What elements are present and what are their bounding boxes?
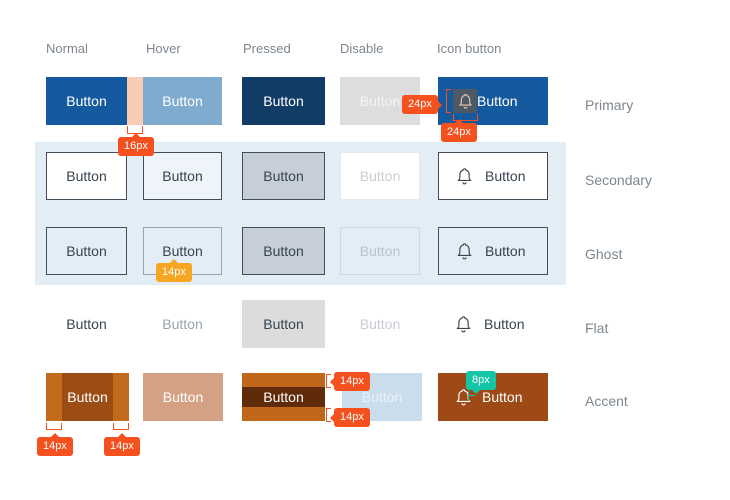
ghost-font-size-badge: 14px <box>156 263 192 282</box>
icon-width-bracket <box>453 114 478 121</box>
flat-disabled-button[interactable]: Button <box>340 300 420 348</box>
flat-hover-button[interactable]: Button <box>143 300 222 348</box>
button-text: Button <box>263 168 304 184</box>
icon-size-highlight <box>453 89 477 113</box>
icon-height-badge: 24px <box>402 95 438 114</box>
button-text: Button <box>359 168 401 184</box>
accent-pressed-button[interactable]: Button <box>242 373 325 421</box>
bell-icon <box>457 242 472 259</box>
button-text: Button <box>162 316 203 332</box>
padding-bottom-highlight <box>242 407 325 421</box>
row-label-flat: Flat <box>585 320 609 336</box>
secondary-icon-button[interactable]: Button <box>438 152 548 200</box>
button-text: Button <box>359 243 401 259</box>
ghost-pressed-button[interactable]: Button <box>242 227 325 275</box>
ghost-icon-button[interactable]: Button <box>438 227 548 275</box>
accent-padding-left-badge: 14px <box>37 437 73 456</box>
button-text: Button <box>482 389 523 405</box>
row-label-primary: Primary <box>585 97 634 113</box>
button-text: Button <box>162 243 203 259</box>
bell-icon <box>458 93 472 109</box>
button-text: Button <box>263 316 304 332</box>
button-text: Button <box>263 93 304 109</box>
row-label-secondary: Secondary <box>585 172 652 188</box>
flat-icon-button[interactable]: Button <box>438 300 548 348</box>
button-text: Button <box>359 316 401 332</box>
accent-padding-bottom-badge: 14px <box>334 408 370 427</box>
flat-pressed-button[interactable]: Button <box>242 300 325 348</box>
padding-left-highlight <box>46 373 62 421</box>
padding-right-bracket <box>113 423 129 430</box>
flat-normal-button[interactable]: Button <box>46 300 127 348</box>
icon-height-bracket <box>446 89 451 113</box>
button-text: Button <box>66 93 107 109</box>
icon-gap-marker <box>468 391 475 401</box>
primary-pressed-button[interactable]: Button <box>242 77 325 125</box>
button-text: Button <box>359 93 401 109</box>
button-text: Button <box>263 389 304 405</box>
column-header-normal: Normal <box>46 41 88 56</box>
accent-normal-button[interactable]: Button <box>46 373 129 421</box>
padding-top-highlight <box>242 373 325 387</box>
accent-hover-button[interactable]: Button <box>143 373 223 421</box>
column-header-icon-button: Icon button <box>437 41 502 56</box>
primary-normal-button[interactable]: Button <box>46 77 127 125</box>
secondary-disabled-button[interactable]: Button <box>340 152 420 200</box>
padding-bottom-bracket <box>326 408 331 422</box>
bell-icon <box>457 167 472 184</box>
primary-icon-button[interactable]: Button <box>438 77 548 125</box>
secondary-hover-button[interactable]: Button <box>143 152 222 200</box>
button-text: Button <box>67 389 108 405</box>
secondary-normal-button[interactable]: Button <box>46 152 127 200</box>
accent-padding-right-badge: 14px <box>104 437 140 456</box>
gap-measure-badge: 16px <box>118 137 154 156</box>
button-text: Button <box>477 93 518 109</box>
primary-gap-highlight <box>127 77 143 125</box>
padding-right-highlight <box>113 373 129 421</box>
button-text: Button <box>66 243 107 259</box>
secondary-pressed-button[interactable]: Button <box>242 152 325 200</box>
row-label-accent: Accent <box>585 393 628 409</box>
button-text: Button <box>66 168 107 184</box>
bell-icon <box>456 315 471 332</box>
primary-hover-button[interactable]: Button <box>143 77 222 125</box>
button-text: Button <box>484 316 525 332</box>
icon-width-badge: 24px <box>441 123 477 142</box>
bell-icon <box>456 388 471 405</box>
button-text: Button <box>263 243 304 259</box>
button-text: Button <box>361 389 403 405</box>
column-header-hover: Hover <box>146 41 181 56</box>
button-text: Button <box>66 316 107 332</box>
accent-icon-gap-badge: 8px <box>466 371 496 394</box>
button-text: Button <box>162 93 203 109</box>
accent-padding-top-badge: 14px <box>334 372 370 391</box>
column-header-pressed: Pressed <box>243 41 291 56</box>
ghost-disabled-button[interactable]: Button <box>340 227 420 275</box>
button-text: Button <box>162 389 204 405</box>
padding-left-bracket <box>46 423 62 430</box>
row-label-ghost: Ghost <box>585 246 623 262</box>
ghost-normal-button[interactable]: Button <box>46 227 127 275</box>
padding-top-bracket <box>326 374 331 388</box>
column-header-disable: Disable <box>340 41 384 56</box>
button-text: Button <box>162 168 203 184</box>
button-text: Button <box>485 243 526 259</box>
button-text: Button <box>485 168 526 184</box>
